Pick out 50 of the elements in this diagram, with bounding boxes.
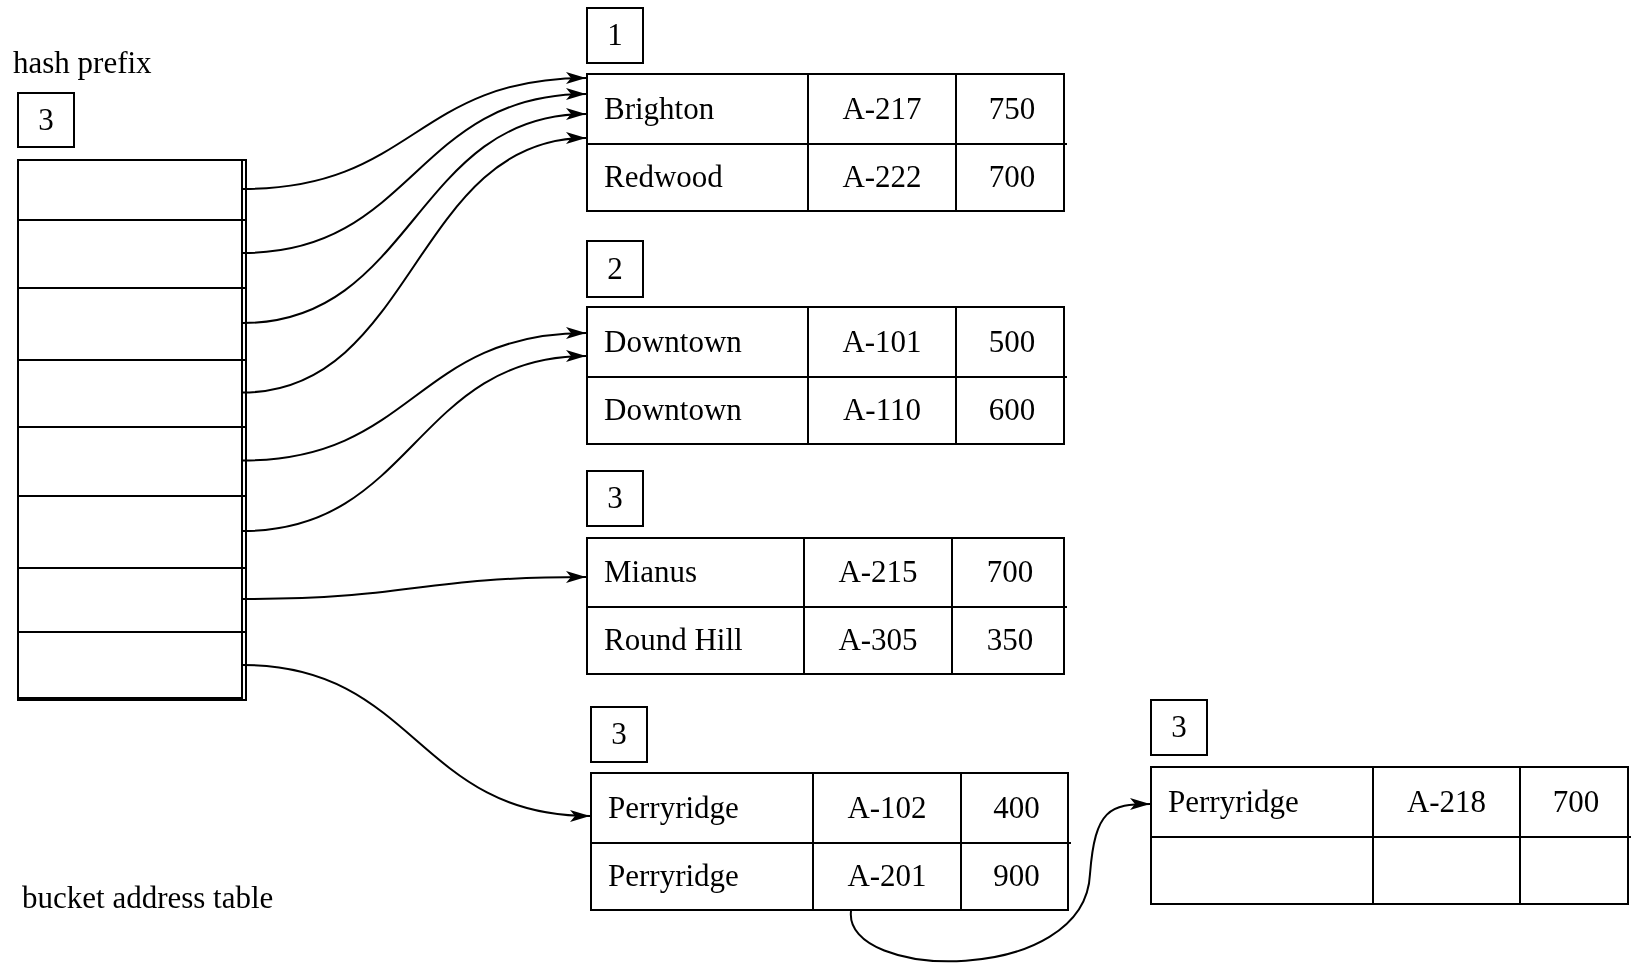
table-cell: A-101 bbox=[807, 308, 955, 376]
table-cell: 750 bbox=[955, 75, 1067, 143]
table-cell: A-102 bbox=[812, 774, 960, 842]
table-cell: 700 bbox=[955, 142, 1067, 210]
table-cell: 500 bbox=[955, 308, 1067, 376]
arrow bbox=[850, 798, 1151, 962]
bucket-table bbox=[1150, 766, 1629, 905]
depth-box: 3 bbox=[586, 470, 644, 527]
table-cell-text: Perryridge bbox=[1167, 782, 1300, 821]
table-cell: 700 bbox=[1519, 768, 1631, 836]
table-cell: 600 bbox=[955, 375, 1067, 443]
table-cell: 350 bbox=[951, 606, 1067, 673]
arrow bbox=[242, 328, 587, 462]
bucket-table bbox=[590, 772, 1069, 911]
table-cell: A-217 bbox=[807, 75, 955, 143]
table-cell: A-215 bbox=[803, 539, 951, 606]
depth-box: 3 bbox=[17, 92, 75, 148]
table-cell: A-110 bbox=[807, 375, 955, 443]
depth-box: 2 bbox=[586, 240, 644, 298]
table-cell: A-218 bbox=[1372, 768, 1519, 836]
arrow bbox=[242, 89, 587, 254]
table-cell: 700 bbox=[951, 539, 1067, 606]
table-cell-text: Downtown bbox=[603, 322, 743, 361]
table-cell: A-305 bbox=[803, 606, 951, 673]
arrow bbox=[242, 134, 587, 394]
table-cell: Round Hill bbox=[588, 606, 803, 673]
table-cell-text: Mianus bbox=[603, 553, 698, 592]
caption-text: bucket address table bbox=[22, 879, 274, 917]
table-cell: A-201 bbox=[812, 841, 960, 909]
bucket-table bbox=[586, 73, 1065, 212]
table-cell: A-222 bbox=[807, 142, 955, 210]
arrow bbox=[242, 351, 587, 532]
table-cell: Downtown bbox=[588, 375, 807, 443]
arrow bbox=[242, 571, 587, 600]
depth-box: 3 bbox=[590, 706, 648, 763]
table-cell-text: Perryridge bbox=[607, 788, 740, 827]
arrow bbox=[242, 664, 591, 821]
depth-box: 3 bbox=[1150, 699, 1208, 756]
bucket-table bbox=[586, 537, 1065, 675]
table-cell: Redwood bbox=[588, 142, 807, 210]
table-cell: 400 bbox=[960, 774, 1071, 842]
table-cell: Perryridge bbox=[592, 841, 812, 909]
caption-text: hash prefix bbox=[13, 44, 152, 82]
table-cell bbox=[17, 631, 247, 701]
table-cell: 900 bbox=[960, 841, 1071, 909]
table-cell-text: Brighton bbox=[603, 89, 716, 128]
bucket-table bbox=[586, 306, 1065, 445]
arrow bbox=[242, 110, 587, 324]
depth-box: 1 bbox=[586, 7, 644, 64]
arrow bbox=[242, 73, 587, 190]
